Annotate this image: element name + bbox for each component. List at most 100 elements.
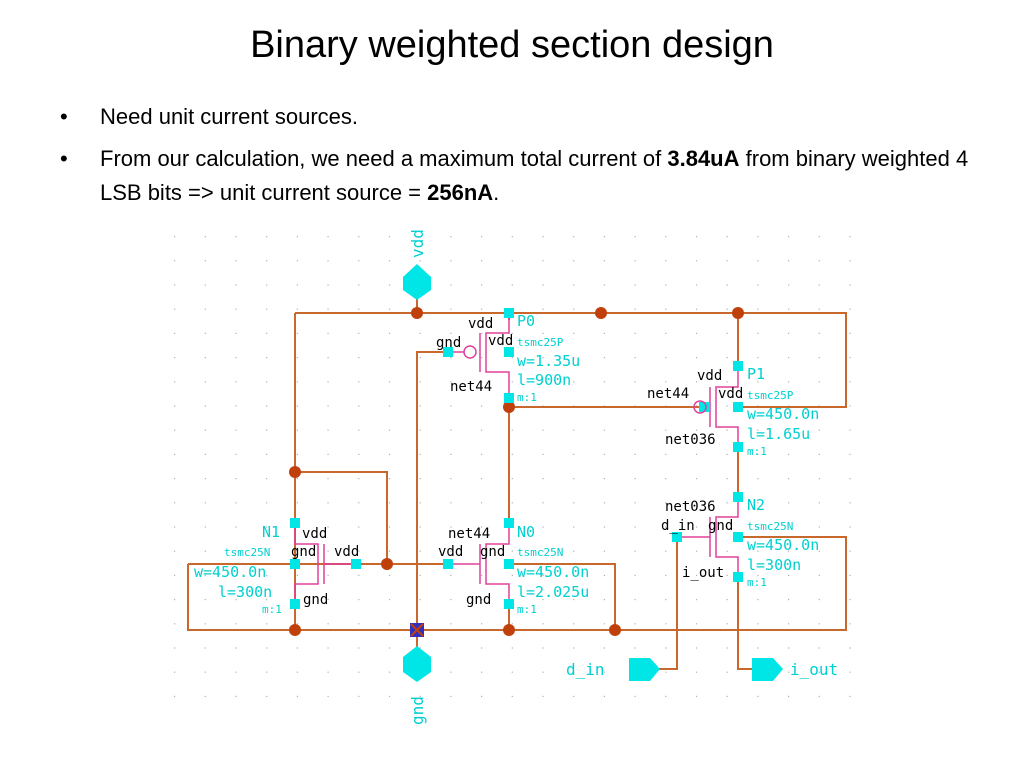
vdd-port-icon[interactable] — [403, 264, 431, 300]
grid-dot — [634, 574, 636, 576]
grid-dot — [450, 647, 452, 649]
grid-dot — [204, 260, 206, 262]
grid-dot — [358, 550, 360, 552]
n1-width: w=450.0n — [194, 563, 266, 581]
grid-dot — [665, 453, 667, 455]
grid-dot — [511, 623, 513, 625]
grid-dot — [695, 332, 698, 334]
grid-dot — [757, 284, 759, 286]
transistor-p0[interactable]: vdd gnd vdd net44 P0 tsmc25P w=1.35u l=9… — [436, 308, 580, 404]
transistor-n1[interactable]: vdd vdd gnd gnd N1 tsmc25N w=450.0n l=30… — [194, 518, 361, 616]
grid-dot — [511, 695, 513, 697]
p0-body-gnd-wire — [416, 351, 448, 630]
grid-dot — [174, 260, 176, 262]
grid-dot — [695, 574, 698, 576]
grid-dot — [634, 308, 636, 310]
grid-dot — [235, 550, 237, 552]
pin-square — [504, 599, 514, 609]
grid-dot — [296, 550, 298, 552]
grid-dot — [450, 671, 452, 673]
grid-dot — [634, 332, 636, 334]
grid-dot — [235, 357, 237, 359]
grid-dot — [695, 381, 698, 383]
grid-dot — [296, 502, 298, 504]
grid-dot — [665, 623, 667, 625]
grid-dot — [358, 526, 360, 528]
grid-dot — [388, 236, 391, 238]
grid-dot — [388, 478, 391, 480]
grid-dot — [296, 357, 298, 359]
grid-dot — [818, 453, 820, 455]
n2-name: N2 — [747, 496, 765, 514]
i-out-port-icon[interactable] — [752, 658, 783, 681]
grid-dot — [266, 574, 268, 576]
transistor-n0[interactable]: net44 vdd gnd gnd N0 tsmc25N w=450.0n l=… — [438, 518, 589, 616]
grid-dot — [358, 695, 360, 697]
d-in-port-icon[interactable] — [629, 658, 660, 681]
n0-body-wire — [509, 563, 616, 630]
grid-dot — [358, 623, 360, 625]
grid-dot — [327, 502, 329, 504]
grid-dot — [695, 550, 698, 552]
grid-dot — [511, 332, 513, 334]
grid-dot — [573, 695, 575, 697]
grid-dot — [634, 453, 636, 455]
grid-dot — [695, 647, 698, 649]
grid-dot — [511, 260, 513, 262]
p0-body-net-label: gnd — [436, 335, 461, 351]
gnd-rail-wire — [187, 536, 847, 631]
grid-dot — [603, 429, 605, 431]
grid-dot — [634, 284, 636, 286]
grid-dot — [296, 623, 298, 625]
grid-dot — [204, 332, 206, 334]
grid-dot — [204, 236, 206, 238]
grid-dot — [788, 284, 790, 286]
grid-dot — [174, 405, 176, 407]
grid-dot — [818, 332, 820, 334]
grid-dot — [419, 502, 421, 504]
grid-dot — [266, 453, 268, 455]
n0-width: w=450.0n — [517, 563, 589, 581]
grid-dot — [849, 308, 851, 310]
p1-width: w=450.0n — [747, 405, 819, 423]
grid-dot — [634, 429, 636, 431]
n0-channel — [485, 528, 510, 599]
grid-dot — [235, 236, 237, 238]
grid-dot — [695, 260, 698, 262]
grid-dot — [757, 357, 759, 359]
grid-dot — [358, 478, 360, 480]
grid-dot — [818, 647, 820, 649]
p0-length: l=900n — [517, 371, 571, 389]
grid-dot — [788, 478, 790, 480]
n2-drain-label: net036 — [665, 499, 716, 515]
grid-dot — [511, 550, 513, 552]
grid-dot — [542, 260, 544, 262]
grid-dot — [419, 526, 421, 528]
transistor-p1[interactable]: vdd net44 vdd net036 P1 tsmc25P w=450.0n… — [647, 361, 819, 458]
grid-dot — [296, 308, 298, 310]
grid-dot — [757, 453, 759, 455]
gnd-port-icon[interactable] — [403, 646, 431, 682]
bullet-text-part: . — [493, 180, 500, 205]
grid-dot — [204, 308, 206, 310]
grid-dot — [327, 308, 329, 310]
n1-body-label: gnd — [291, 544, 316, 560]
grid-dot — [665, 671, 667, 673]
grid-dot — [788, 357, 790, 359]
grid-dot — [542, 526, 544, 528]
n0-name: N0 — [517, 523, 535, 541]
grid-dot — [450, 599, 452, 601]
grid-dot — [174, 623, 176, 625]
grid-dot — [726, 260, 728, 262]
grid-dot — [788, 236, 790, 238]
transistor-n2[interactable]: net036 d_in gnd i_out N2 tsmc25N w=450.0… — [661, 492, 819, 589]
grid-dot — [511, 574, 513, 576]
grid-dot — [511, 429, 513, 431]
grid-dot — [849, 695, 851, 697]
grid-dot — [327, 478, 329, 480]
grid-dot — [603, 526, 605, 528]
grid-dot — [296, 647, 298, 649]
n1-drain-label: vdd — [302, 526, 327, 542]
grid-dot — [665, 284, 667, 286]
grid-dot — [204, 284, 206, 286]
